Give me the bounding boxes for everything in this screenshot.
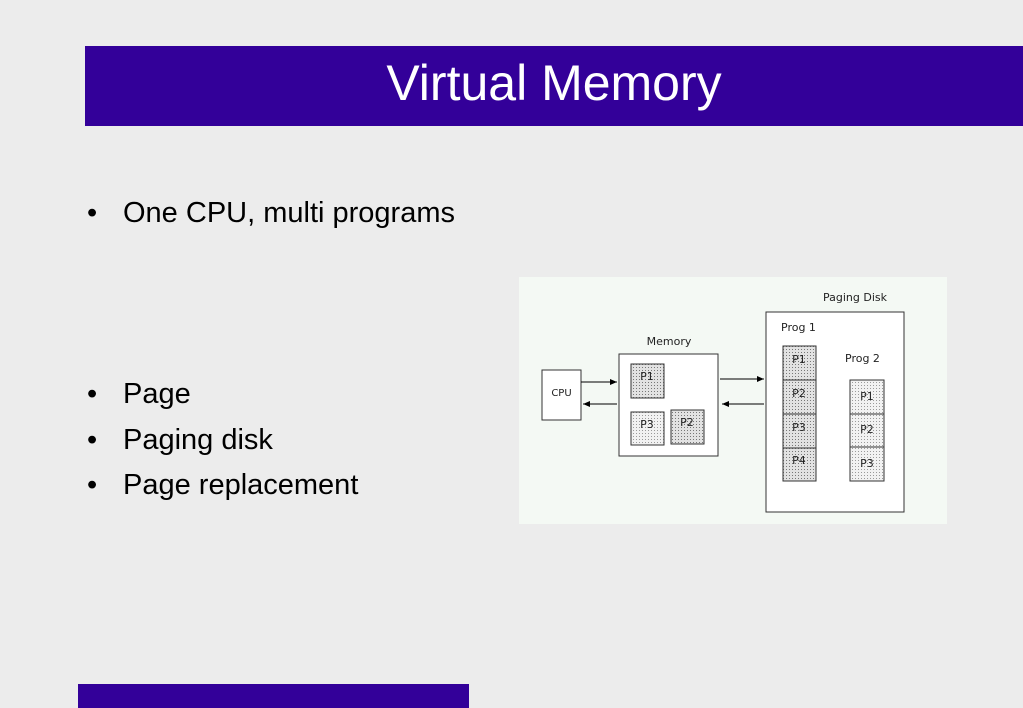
paging-diagram: CPU Memory P1 P3 P2 Paging Disk Prog 1 P…	[519, 277, 947, 524]
bullet-item: • Page	[87, 380, 191, 409]
bullet-text: Page	[123, 378, 191, 410]
bullet-item: • Paging disk	[87, 426, 273, 455]
paging-disk-label: Paging Disk	[823, 291, 888, 304]
prog2-page-label: P3	[860, 457, 874, 470]
footer-bar	[78, 684, 469, 708]
bullet-marker: •	[87, 197, 98, 229]
memory-page-p2	[670, 409, 705, 445]
prog1-page-label: P2	[792, 387, 806, 400]
prog2-page	[849, 379, 885, 415]
prog1-label: Prog 1	[781, 321, 816, 334]
bullet-text: Paging disk	[123, 424, 273, 456]
bullet-item: • Page replacement	[87, 471, 358, 500]
paging-diagram-svg: CPU Memory P1 P3 P2 Paging Disk Prog 1 P…	[541, 291, 905, 513]
prog1-page-label: P3	[792, 421, 806, 434]
memory-page-label: P1	[640, 370, 654, 383]
slide-title: Virtual Memory	[386, 55, 722, 111]
memory-page-p3	[630, 411, 665, 446]
bullet-item: • One CPU, multi programs	[87, 199, 455, 228]
prog2-page-label: P1	[860, 390, 874, 403]
bullet-marker: •	[87, 424, 98, 456]
prog1-page	[782, 345, 817, 381]
prog2-page	[849, 413, 885, 448]
prog2-label: Prog 2	[845, 352, 880, 365]
bullet-text: Page replacement	[123, 469, 359, 501]
memory-page-label: P2	[680, 416, 694, 429]
prog2-page	[849, 446, 885, 482]
bullet-marker: •	[87, 378, 98, 410]
memory-page-label: P3	[640, 418, 654, 431]
prog2-page-label: P2	[860, 423, 874, 436]
prog1-page-label: P4	[792, 454, 806, 467]
prog1-page-label: P1	[792, 353, 806, 366]
bullet-marker: •	[87, 469, 98, 501]
cpu-box	[541, 369, 582, 421]
memory-page-p1	[630, 363, 665, 399]
prog1-page	[782, 413, 817, 449]
title-bar: Virtual Memory	[85, 46, 1023, 126]
bullet-text: One CPU, multi programs	[123, 197, 455, 229]
prog1-page	[782, 379, 817, 415]
prog1-page	[782, 447, 817, 482]
memory-label: Memory	[647, 335, 692, 348]
cpu-label: CPU	[551, 388, 571, 399]
